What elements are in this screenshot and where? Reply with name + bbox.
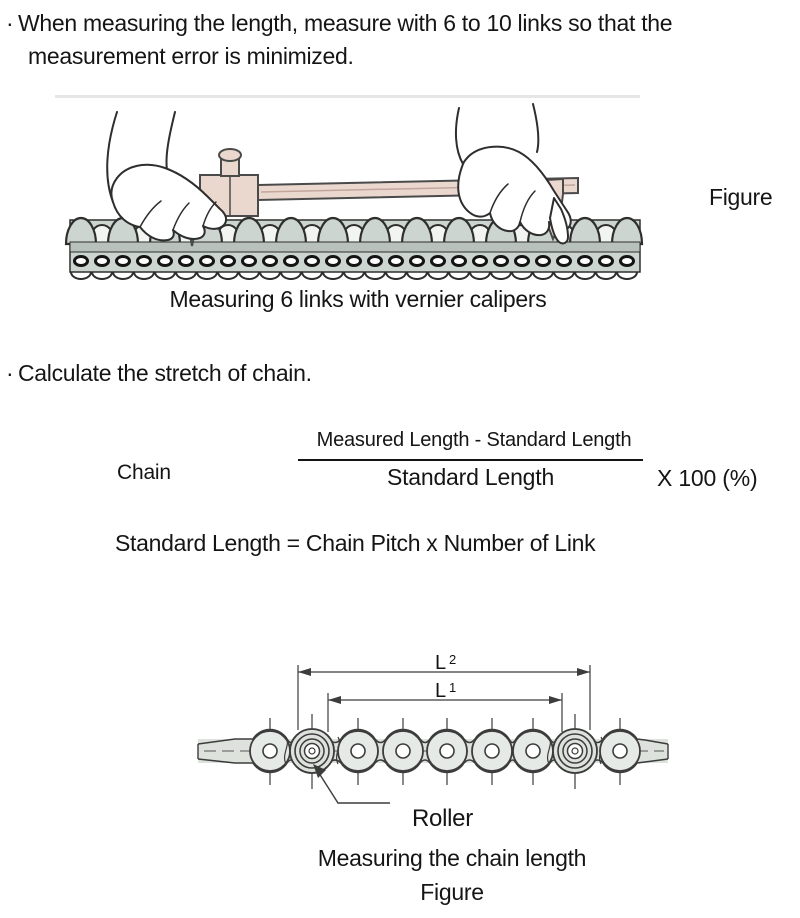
- roller-leader-line: [313, 764, 390, 804]
- formula-denominator: Standard Length: [386, 464, 555, 490]
- l2-arrow-left: [298, 668, 311, 676]
- figure2-figure-label: Figure: [420, 879, 484, 905]
- intro-bullet-line1: ·When measuring the length, measure with…: [6, 10, 673, 37]
- l1-label-sub: 1: [449, 680, 456, 695]
- chain-side-view-drawing: [197, 714, 669, 789]
- calc-text: Calculate the stretch of chain.: [18, 360, 312, 386]
- figure1-caption: Measuring 6 links with vernier calipers: [169, 286, 547, 312]
- intro-bullet-line2: measurement error is minimized.: [28, 43, 354, 70]
- leader-line: [316, 769, 390, 804]
- intro-text-line2: measurement error is minimized.: [28, 43, 354, 69]
- l1-arrow-right: [549, 696, 562, 704]
- bullet-dot: ·: [6, 360, 14, 386]
- bullet-dot: ·: [6, 10, 14, 36]
- roller-label: Roller: [412, 805, 473, 832]
- figure2-caption: Measuring the chain length: [317, 845, 587, 871]
- roller-chain-drawing: [64, 216, 644, 280]
- formula-chain-label: Chain: [117, 461, 171, 484]
- formula-multiplier: X 100 (%): [657, 465, 758, 491]
- figure1-side-label: Figure: [709, 184, 773, 210]
- figure1-vernier-caliper-illustration: [64, 103, 644, 280]
- intro-text-line1: When measuring the length, measure with …: [18, 10, 673, 36]
- figure1-scan-edge: [55, 95, 640, 98]
- formula-numerator: Measured Length - Standard Length: [316, 429, 632, 451]
- hands-drawing: [106, 103, 572, 245]
- l1-arrow-left: [328, 696, 341, 704]
- l2-label-sub: 2: [449, 652, 456, 667]
- l2-label: L: [435, 652, 446, 674]
- leader-arrowhead: [313, 764, 326, 778]
- calc-bullet: ·Calculate the stretch of chain.: [6, 360, 312, 387]
- standard-length-definition: Standard Length = Chain Pitch x Number o…: [115, 530, 596, 556]
- dimension-lines: L 2 L 1: [297, 652, 591, 732]
- l1-label: L: [435, 680, 446, 702]
- figure2-chain-length-diagram: L 2 L 1: [197, 652, 669, 804]
- formula-fraction-bar: [298, 459, 643, 461]
- l2-arrow-right: [577, 668, 590, 676]
